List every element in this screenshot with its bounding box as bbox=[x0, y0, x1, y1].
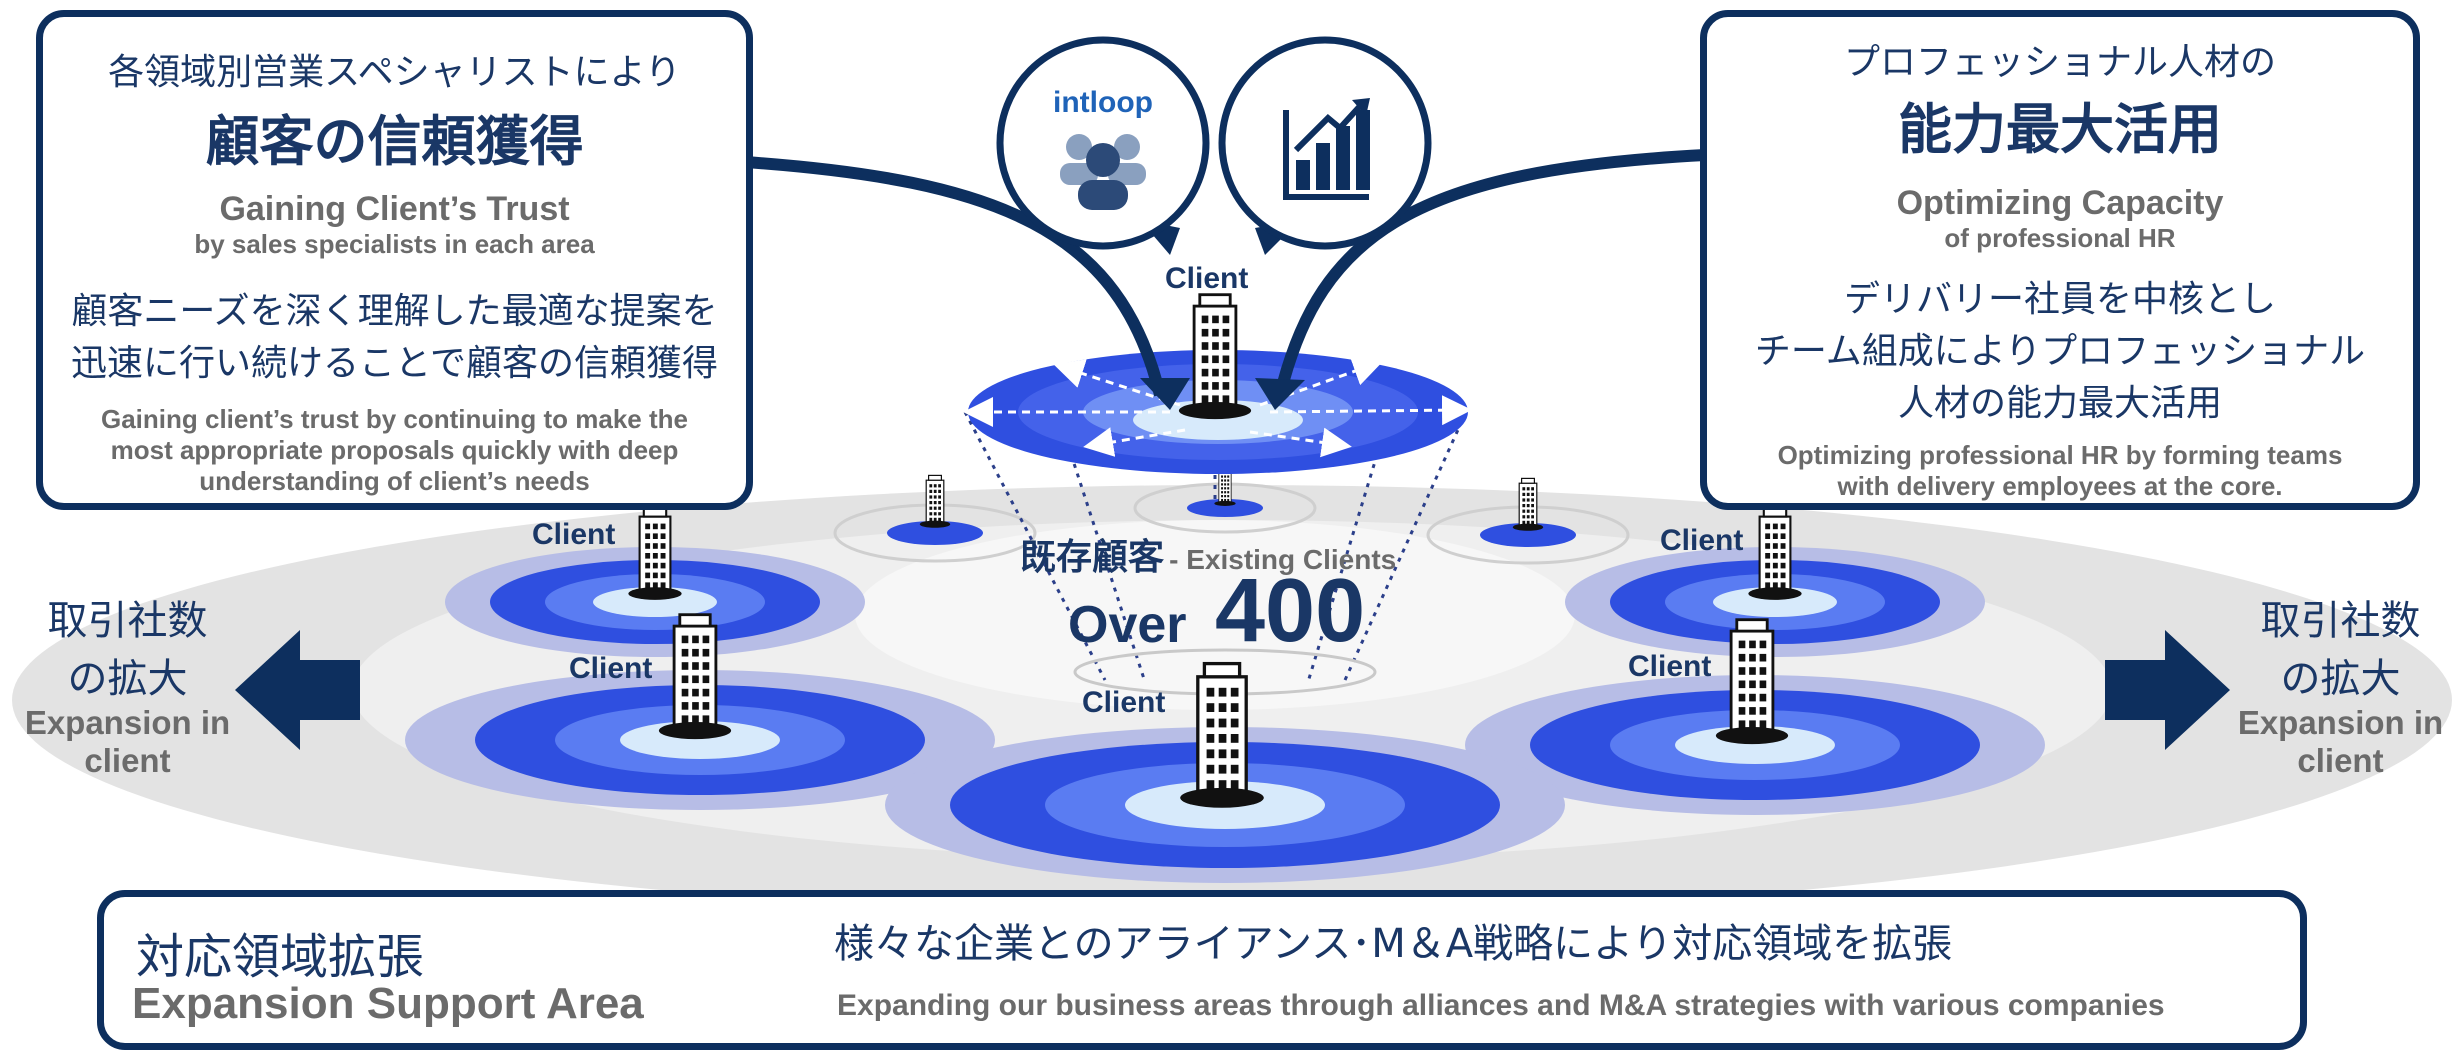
support-area-panel: 対応領域拡張 Expansion Support Area 様々な企業とのアライ… bbox=[97, 890, 2307, 1050]
intloop-logo: intloop bbox=[1053, 86, 1153, 119]
capacity-jp-desc-2: チーム組成によりプロフェッショナル bbox=[1754, 331, 2366, 372]
capacity-panel: プロフェッショナル人材の 能力最大活用 Optimizing Capacity … bbox=[1700, 10, 2420, 510]
support-area-jp-title: 対応領域拡張 bbox=[136, 929, 425, 985]
capacity-en-subtitle: of professional HR bbox=[1944, 223, 2176, 253]
left-expansion-jp-1: 取引社数 bbox=[47, 598, 208, 644]
existing-clients-jp: 既存顧客 bbox=[1020, 537, 1165, 578]
trust-jp-desc-1: 顧客ニーズを深く理解した最適な提案を bbox=[71, 291, 718, 332]
trust-en-title: Gaining Client’s Trust bbox=[219, 190, 570, 228]
client-node-left-lower bbox=[405, 613, 995, 810]
capacity-en-desc-1: Optimizing professional HR by forming te… bbox=[1777, 440, 2343, 470]
intloop-bubble bbox=[996, 36, 1210, 255]
client-count: 400 bbox=[1215, 561, 1366, 661]
client-node-back-center bbox=[1133, 468, 1317, 534]
existing-clients-label: 既存顧客 - Existing Clients bbox=[1020, 528, 1396, 580]
support-area-en-desc: Expanding our business areas through all… bbox=[837, 989, 2165, 1022]
capacity-jp-subtitle: プロフェッショナル人材の bbox=[1843, 42, 2276, 83]
client-label-right-upper: Client bbox=[1660, 524, 1744, 557]
client-node-back-left bbox=[833, 474, 1037, 563]
client-node-top bbox=[963, 293, 1472, 474]
left-expansion-arrow bbox=[235, 630, 360, 750]
people-icon bbox=[1060, 134, 1146, 210]
over-label: Over bbox=[1068, 596, 1187, 654]
client-node-front bbox=[885, 661, 1565, 883]
client-label-front: Client bbox=[1082, 686, 1166, 719]
bar-chart-icon bbox=[1283, 98, 1370, 200]
right-expansion-text: 取引社数 の拡大 Expansion in client bbox=[2218, 588, 2463, 780]
chart-bubble bbox=[1218, 36, 1432, 255]
trust-jp-subtitle: 各領域別営業スペシャリストにより bbox=[108, 52, 681, 93]
client-node-left-upper bbox=[445, 507, 865, 657]
trust-jp-desc-2: 迅速に行い続けることで顧客の信頼獲得 bbox=[71, 343, 718, 384]
capacity-en-title: Optimizing Capacity bbox=[1896, 184, 2224, 222]
funnel-lines bbox=[963, 411, 1468, 683]
client-label-top: Client bbox=[1165, 262, 1249, 295]
left-expansion-en-2: client bbox=[84, 742, 171, 779]
right-expansion-jp-1: 取引社数 bbox=[2260, 598, 2421, 644]
right-expansion-en-2: client bbox=[2297, 742, 2384, 779]
capacity-jp-desc-1: デリバリー社員を中核とし bbox=[1843, 279, 2276, 320]
client-label-right-lower: Client bbox=[1628, 650, 1712, 683]
right-expansion-jp-2: の拡大 bbox=[2280, 656, 2401, 702]
client-node-right-upper bbox=[1565, 507, 1985, 657]
trust-en-subtitle: by sales specialists in each area bbox=[194, 229, 595, 259]
capacity-en-desc-2: with delivery employees at the core. bbox=[1837, 471, 2283, 501]
trust-en-desc-1: Gaining client’s trust by continuing to … bbox=[101, 404, 688, 434]
left-expansion-text: 取引社数 の拡大 Expansion in client bbox=[0, 588, 255, 780]
client-label-left-upper: Client bbox=[532, 518, 616, 551]
trust-jp-title: 顧客の信頼獲得 bbox=[205, 110, 584, 173]
right-expansion-en-1: Expansion in bbox=[2237, 704, 2444, 741]
capacity-jp-title: 能力最大活用 bbox=[1898, 98, 2222, 161]
trust-arrow bbox=[744, 156, 1166, 397]
client-label-left-lower: Client bbox=[569, 652, 653, 685]
support-area-en-title: Expansion Support Area bbox=[132, 979, 644, 1028]
support-area-jp-desc: 様々な企業とのアライアンス･M＆A戦略により対応領域を拡張 bbox=[834, 921, 1953, 967]
client-node-right-lower bbox=[1465, 618, 2045, 815]
trust-en-desc-3: understanding of client’s needs bbox=[199, 466, 590, 496]
client-node-back-right bbox=[1426, 477, 1630, 565]
trust-panel: 各領域別営業スペシャリストにより 顧客の信頼獲得 Gaining Client’… bbox=[36, 10, 753, 510]
capacity-arrow bbox=[1274, 149, 1706, 397]
existing-clients-en: - Existing Clients bbox=[1169, 544, 1397, 575]
trust-en-desc-2: most appropriate proposals quickly with … bbox=[110, 435, 679, 465]
left-expansion-jp-2: の拡大 bbox=[67, 656, 188, 702]
capacity-jp-desc-3: 人材の能力最大活用 bbox=[1897, 383, 2222, 424]
right-expansion-arrow bbox=[2105, 630, 2230, 750]
left-expansion-en-1: Expansion in bbox=[24, 704, 231, 741]
